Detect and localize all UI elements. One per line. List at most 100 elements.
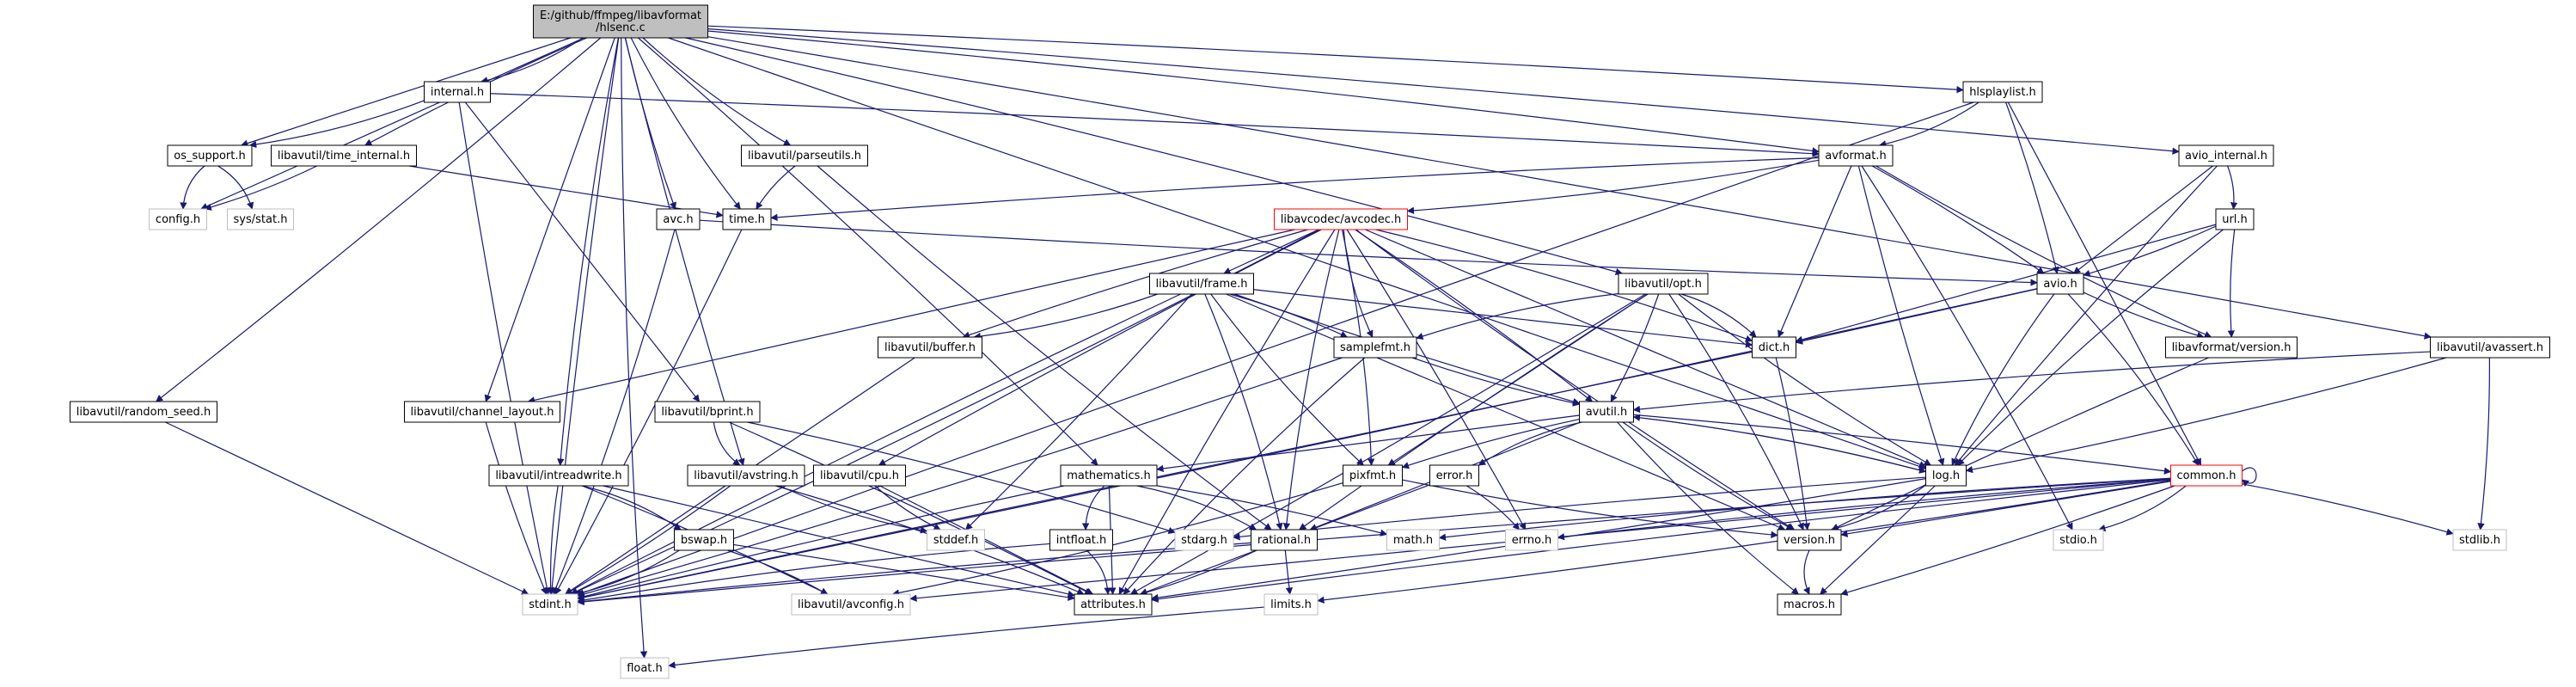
node-box: [488, 464, 629, 487]
node-label: rational.h: [1257, 534, 1311, 547]
node-avcodec[interactable]: libavcodec/avcodec.h: [1274, 208, 1408, 230]
node-avassert[interactable]: libavutil/avassert.h: [2430, 336, 2550, 359]
node-log[interactable]: log.h: [1925, 464, 1967, 487]
edge-avutil-to-pixfmt: [1401, 418, 1580, 469]
node-time-internal[interactable]: libavutil/time_internal.h: [271, 144, 417, 167]
edge-common-to-stdio: [2098, 485, 2187, 532]
edge-avcodec-to-log: [1365, 229, 1927, 468]
node-opt[interactable]: libavutil/opt.h: [1618, 273, 1709, 295]
edge-url-to-log: [1956, 229, 2224, 466]
edge-root-to-random_seed: [156, 37, 602, 402]
edge-common-to-macros: [1840, 485, 2175, 596]
edge-url-to-lavf_version: [2227, 229, 2236, 338]
edge-avcodec-to-errno: [1346, 229, 1527, 531]
node-label: libavutil/cpu.h: [820, 469, 899, 482]
node-box: [167, 144, 253, 167]
node-label: math.h: [1393, 534, 1433, 547]
node-box: [149, 208, 207, 230]
node-avformat[interactable]: avformat.h: [1818, 144, 1894, 167]
node-version[interactable]: version.h: [1777, 529, 1842, 551]
node-label: avio.h: [2043, 278, 2077, 291]
node-internal[interactable]: internal.h: [424, 81, 491, 103]
node-label: intfloat.h: [1056, 534, 1107, 547]
edge-version-to-macros: [1802, 549, 1810, 595]
node-error[interactable]: error.h: [1429, 464, 1479, 487]
node-buffer[interactable]: libavutil/buffer.h: [878, 336, 982, 359]
edge-lavf_version-to-version: [1831, 357, 2209, 531]
node-label: attributes.h: [1080, 598, 1146, 611]
edge-mathematics-to-rational: [1136, 485, 1257, 531]
edge-root-to-float: [621, 37, 648, 659]
node-hlsplaylist[interactable]: hlsplaylist.h: [1962, 81, 2043, 103]
edge-avcodec-to-rational: [1282, 229, 1340, 531]
node-avc[interactable]: avc.h: [656, 208, 701, 230]
edge-avutil-to-error: [1478, 421, 1582, 466]
node-sys-stat: sys/stat.h: [227, 208, 294, 230]
edge-common-to-limits: [1317, 480, 2171, 604]
edge-avio-to-common: [2067, 293, 2200, 466]
node-cpu[interactable]: libavutil/cpu.h: [813, 464, 906, 487]
node-pixfmt[interactable]: pixfmt.h: [1343, 464, 1403, 487]
node-random-seed[interactable]: libavutil/random_seed.h: [70, 401, 217, 423]
node-avutil[interactable]: avutil.h: [1579, 401, 1634, 423]
edge-avutil-to-mathematics: [1156, 414, 1580, 473]
node-rational[interactable]: rational.h: [1251, 529, 1318, 551]
edge-channel_layout-to-stdint: [485, 421, 548, 595]
node-macros[interactable]: macros.h: [1777, 593, 1842, 616]
node-box: [813, 464, 906, 487]
edge-log-to-avutil: [1632, 414, 1926, 473]
node-dict[interactable]: dict.h: [1752, 336, 1796, 359]
edge-bswap-to-avconfig: [727, 549, 829, 595]
node-box: [522, 593, 578, 616]
node-avio[interactable]: avio.h: [2036, 273, 2084, 295]
node-parseutils[interactable]: libavutil/parseutils.h: [741, 144, 868, 167]
edge-root-to-internal: [480, 37, 584, 84]
node-stddef: stddef.h: [927, 529, 985, 551]
edge-intreadwrite-to-stdint: [547, 485, 559, 595]
node-box: [1333, 336, 1417, 359]
node-bprint[interactable]: libavutil/bprint.h: [654, 401, 761, 423]
node-label: libavutil/opt.h: [1625, 278, 1702, 291]
node-os-support[interactable]: os_support.h: [167, 144, 253, 167]
node-mathematics[interactable]: mathematics.h: [1060, 464, 1158, 487]
edge-avstring-to-stdint: [565, 485, 731, 595]
node-stdint: stdint.h: [522, 593, 578, 616]
node-box: [404, 401, 560, 423]
node-time[interactable]: time.h: [722, 208, 772, 230]
node-common[interactable]: common.h: [2170, 464, 2243, 487]
edge-root-to-config: [200, 37, 584, 210]
edge-bswap-to-attributes: [733, 543, 1075, 601]
node-label: avc.h: [663, 213, 693, 226]
node-label: libavutil/avconfig.h: [798, 598, 904, 611]
node-box: [878, 336, 982, 359]
node-intreadwrite[interactable]: libavutil/intreadwrite.h: [488, 464, 629, 487]
node-url[interactable]: url.h: [2215, 208, 2255, 230]
node-label: stdint.h: [529, 598, 571, 611]
nodes: E:/github/ffmpeg/libavformat/hlsenc.c int…: [70, 4, 2550, 679]
edge-intfloat-to-attributes: [1086, 549, 1111, 595]
edge-pixfmt-to-avconfig: [891, 482, 1343, 597]
node-errno: errno.h: [1505, 529, 1558, 551]
node-root[interactable]: E:/github/ffmpeg/libavformat/hlsenc.c: [533, 4, 708, 39]
edge-time_internal-to-time: [408, 165, 724, 218]
node-intfloat[interactable]: intfloat.h: [1049, 529, 1113, 551]
node-box: [1074, 593, 1153, 616]
edge-hlsplaylist-to-stdint: [577, 101, 1974, 597]
edge-avformat-to-dict: [1778, 165, 1852, 338]
edge-avassert-to-log: [1965, 357, 2447, 474]
node-avstring[interactable]: libavutil/avstring.h: [687, 464, 805, 487]
edge-internal-to-avformat: [490, 93, 1820, 157]
edge-frame-to-buffer: [973, 293, 1158, 340]
edge-bprint-to-avstring: [713, 421, 741, 466]
node-attributes[interactable]: attributes.h: [1074, 593, 1153, 616]
node-avio-internal[interactable]: avio_internal.h: [2178, 144, 2274, 167]
node-box: [271, 144, 417, 167]
node-frame[interactable]: libavutil/frame.h: [1149, 273, 1254, 295]
node-samplefmt[interactable]: samplefmt.h: [1333, 336, 1417, 359]
node-channel-layout[interactable]: libavutil/channel_layout.h: [404, 401, 560, 423]
node-bswap[interactable]: bswap.h: [674, 529, 734, 551]
node-lavf-version[interactable]: libavformat/version.h: [2165, 336, 2298, 359]
edge-common-to-version: [1840, 481, 2171, 537]
node-box: [1429, 464, 1479, 487]
